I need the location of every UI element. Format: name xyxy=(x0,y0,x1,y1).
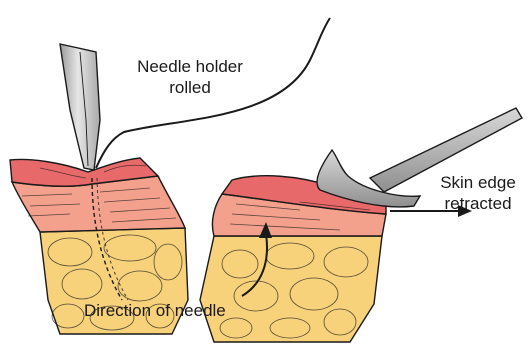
skin-edge-label-line1: Skin edge xyxy=(430,172,526,193)
needle-holder-label-line1: Needle holder xyxy=(120,56,260,77)
needle-holder xyxy=(60,44,100,170)
skin-edge-label: Skin edge retracted xyxy=(430,172,526,214)
needle-holder-label: Needle holder rolled xyxy=(120,56,260,98)
direction-label: Direction of needle xyxy=(84,300,226,321)
needle-holder-label-line2: rolled xyxy=(120,77,260,98)
skin-edge-label-line2: retracted xyxy=(430,193,526,214)
